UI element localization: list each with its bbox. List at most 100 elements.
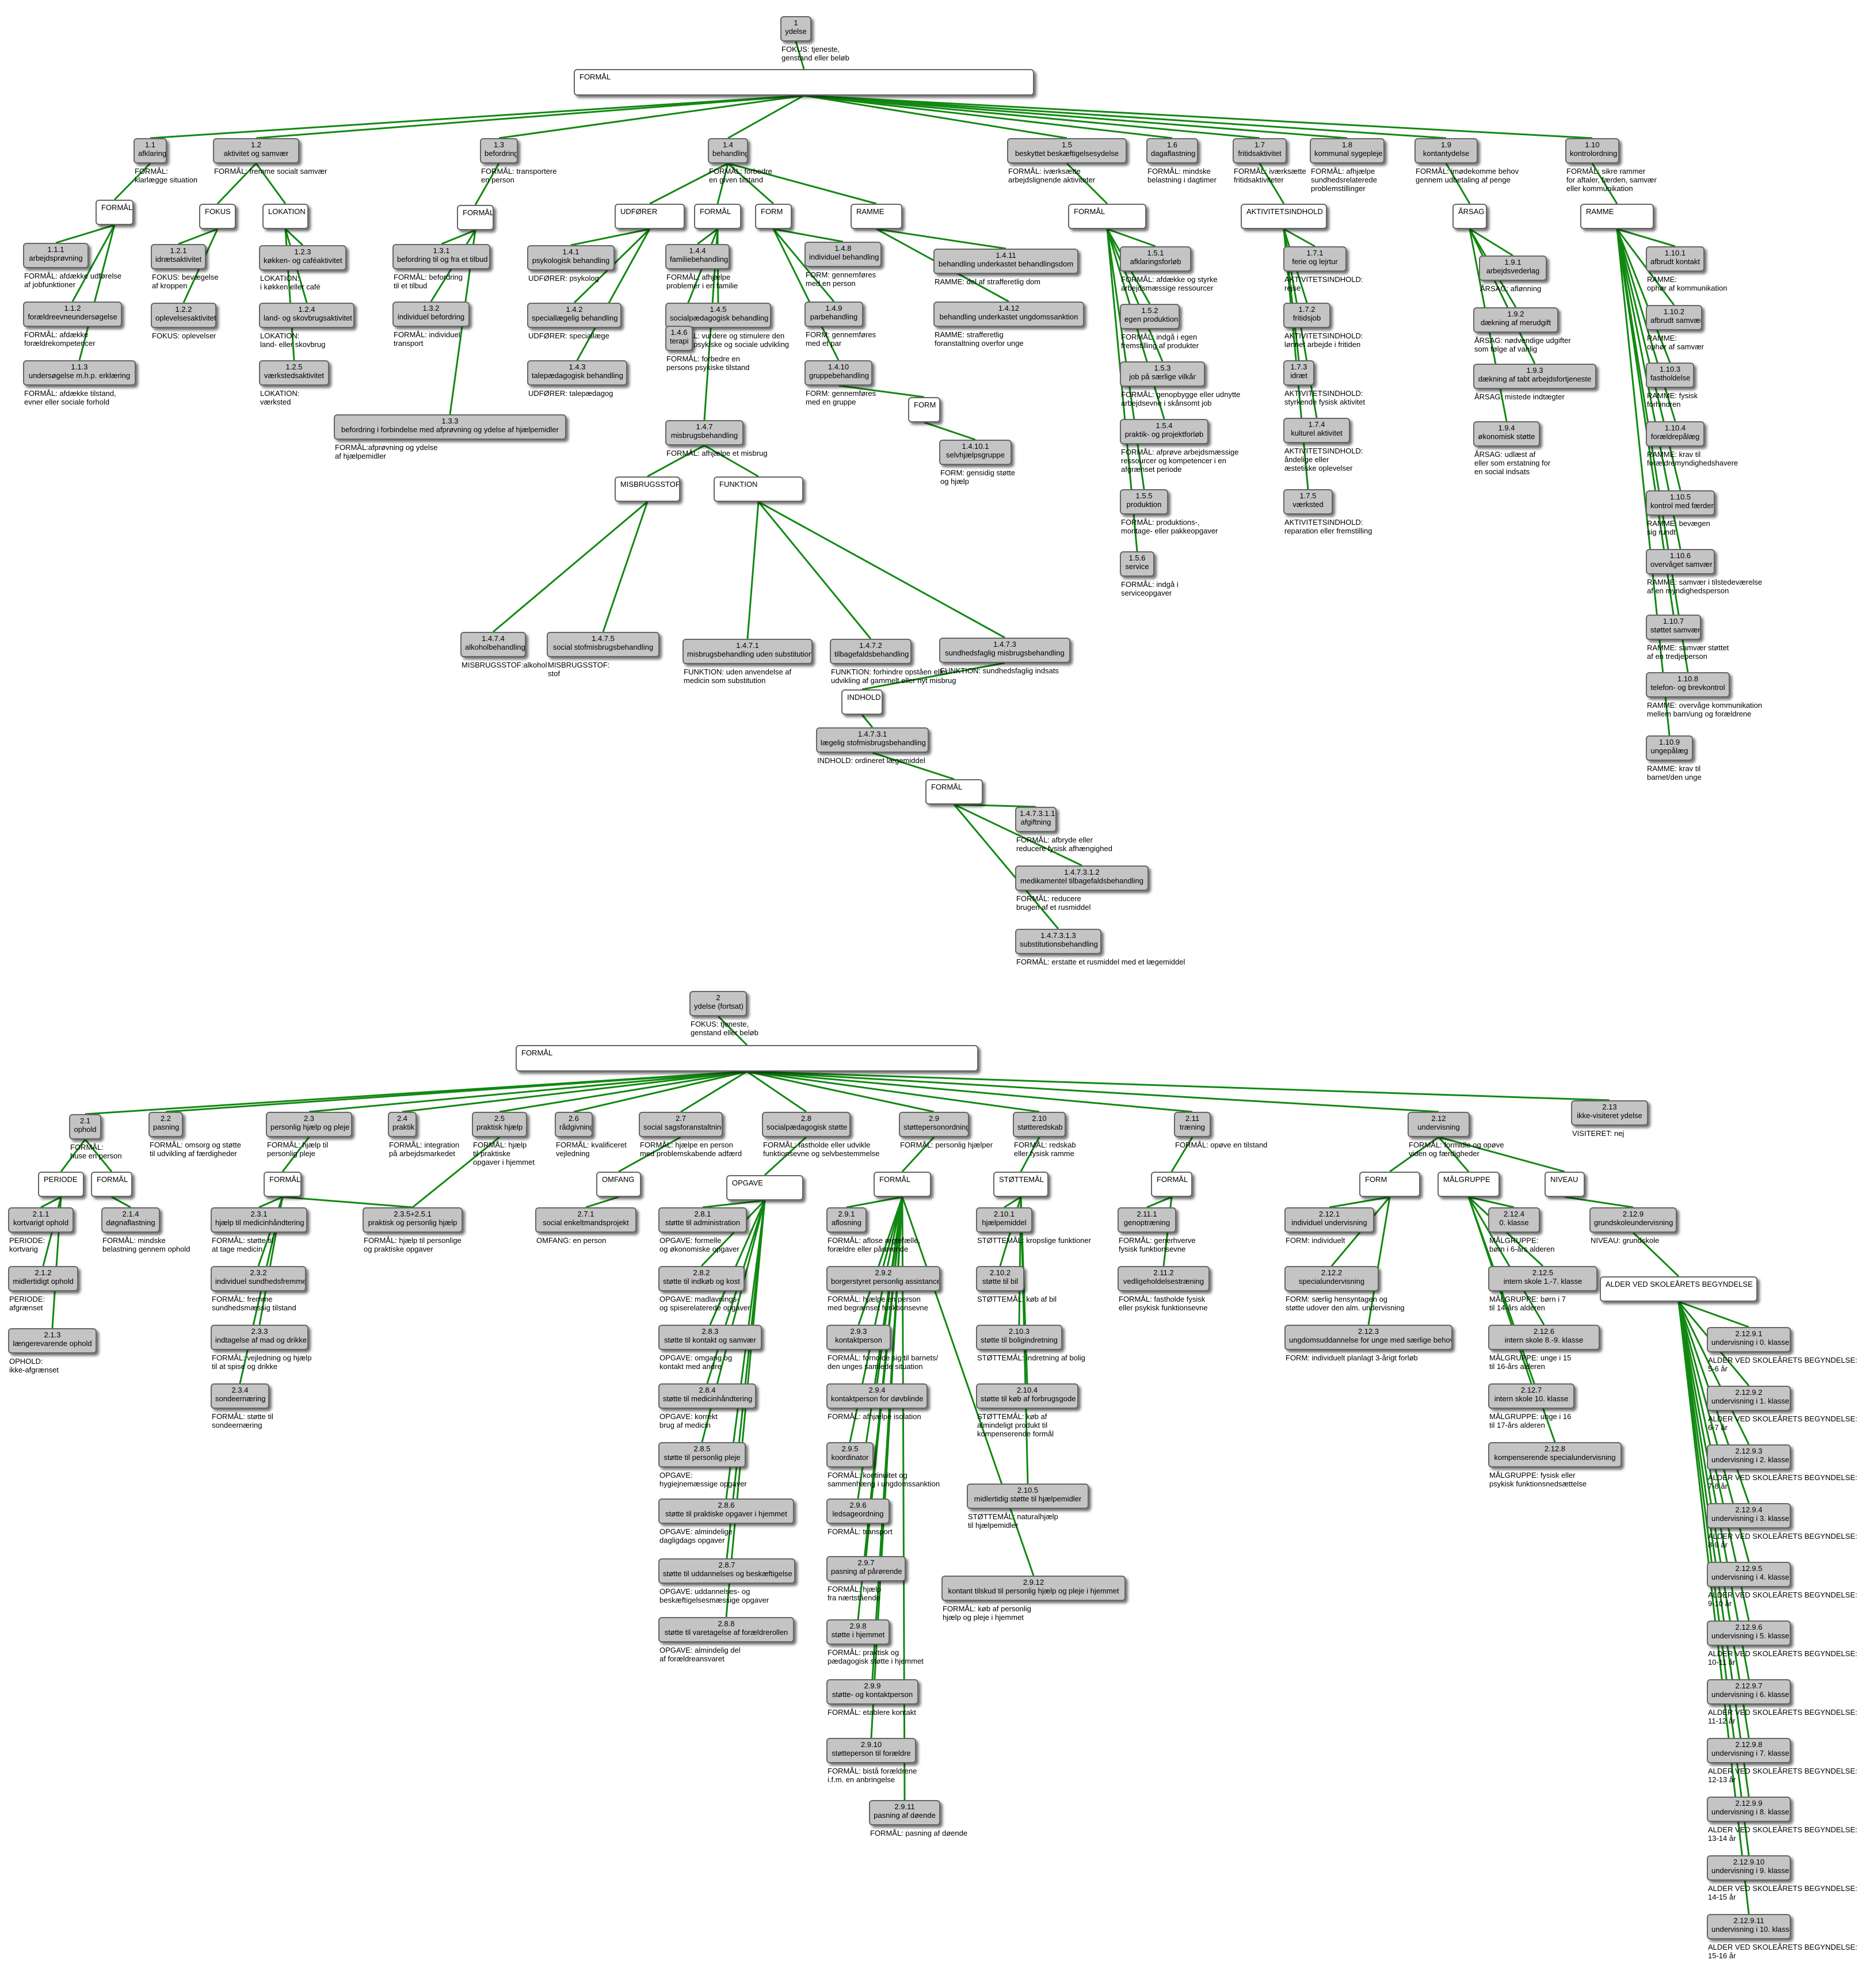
node-2-8-6[interactable]: 2.8.6 støtte til praktiske opgaver i hje… [658,1498,794,1524]
node-2-1-4[interactable]: 2.1.4 døgnaflastning [101,1207,160,1233]
node-1-5[interactable]: 1.5 beskyttet beskæftigelsesydelse [1007,138,1127,163]
node-1-9-2[interactable]: 1.9.2 dækning af merudgift [1473,307,1558,333]
node-1-10-1[interactable]: 1.10.1 afbrudt kontakt [1646,246,1705,272]
facet-node-f1-5[interactable]: FORMÅL [1068,204,1146,229]
node-2-8-4[interactable]: 2.8.4 støtte til medicinhåndtering [658,1383,756,1409]
facet-node-i1-4-7-3[interactable]: INDHOLD [841,689,883,715]
node-2-9-9[interactable]: 2.9.9 støtte- og kontaktperson [826,1679,918,1705]
node-2-10-3[interactable]: 2.10.3 støtte til boligindretning [976,1325,1062,1350]
node-1-2-3[interactable]: 1.2.3 køkken- og caféaktivitet [259,245,346,270]
node-1-9-1[interactable]: 1.9.1 arbejdsvederlag [1479,256,1547,281]
node-2-12-9-7[interactable]: 2.12.9.7 undervisning i 6. klasse [1707,1679,1791,1705]
node-1-9[interactable]: 1.9 kontantydelse [1414,138,1478,163]
facet-node-f2-11[interactable]: FORMÅL [1151,1172,1192,1197]
node-1-3-3[interactable]: 1.3.3 befordring i forbindelse med afprø… [334,414,566,440]
facet-node-s2-10[interactable]: STØTTEMÅL [993,1172,1048,1197]
node-2-12-1[interactable]: 2.12.1 individuel undervisning [1284,1207,1374,1233]
node-1-1-1[interactable]: 1.1.1 arbejdsprøvning [23,243,89,268]
node-2-11-2[interactable]: 2.11.2 vedligeholdelsestræning [1118,1266,1210,1291]
node-1-1-3[interactable]: 1.1.3 undersøgelse m.h.p. erklæring [23,360,136,386]
node-2-8-8[interactable]: 2.8.8 støtte til varetagelse af forældre… [658,1617,794,1642]
node-2-1-3[interactable]: 2.1.3 længerevarende ophold [8,1328,97,1353]
node-1-3[interactable]: 1.3 befordring [480,138,518,163]
facet-node-fk1-2[interactable]: FOKUS [199,204,236,229]
node-1-9-4[interactable]: 1.9.4 økonomisk støtte [1473,421,1540,447]
node-2-3-3[interactable]: 2.3.3 indtagelse af mad og drikke [211,1325,308,1350]
node-1-10-9[interactable]: 1.10.9 ungepålæg [1646,735,1693,761]
facet-node-fu1-4-7[interactable]: FUNKTION [714,476,803,502]
node-2-3-4[interactable]: 2.3.4 sondeernæring [211,1383,269,1409]
node-1-4-7-3-1-1[interactable]: 1.4.7.3.1.1 afgiftning [1015,807,1057,832]
node-2-8-2[interactable]: 2.8.2 støtte til indkøb og kost [658,1266,745,1291]
node-1-8[interactable]: 1.8 kommunal sygepleje [1310,138,1385,163]
node-1-2-4[interactable]: 1.2.4 land- og skovbrugsaktivitet [259,303,354,328]
facet-node-f1[interactable]: FORMÅL [574,69,1034,96]
node-2-1[interactable]: 2.1 ophold [69,1114,101,1139]
node-1-10-8[interactable]: 1.10.8 telefon- og brevkontrol [1646,672,1730,697]
node-2-9-3[interactable]: 2.9.3 kontaktperson [826,1325,891,1350]
node-1-4-4[interactable]: 1.4.4 familiebehandling [665,244,730,269]
node-2-10-1[interactable]: 2.10.1 hjælpemiddel [976,1207,1032,1233]
facet-node-f1-4[interactable]: FORMÅL [694,204,741,229]
node-2-5[interactable]: 2.5 praktisk hjælp [472,1112,527,1137]
node-2-10-2[interactable]: 2.10.2 støtte til bil [976,1266,1024,1291]
node-2-9-5[interactable]: 2.9.5 koordinator [826,1442,874,1467]
node-1[interactable]: 1 ydelse [780,16,811,41]
node-1-5-5[interactable]: 1.5.5 produktion [1120,489,1168,514]
node-2-12-8[interactable]: 2.12.8 kompenserende specialundervisning [1488,1442,1622,1467]
node-2-10[interactable]: 2.10 støtteredskab [1013,1112,1066,1137]
node-1-4-1[interactable]: 1.4.1 psykologisk behandling [527,245,615,270]
node-1-10-3[interactable]: 1.10.3 fastholdelse [1646,363,1694,388]
node-2-3-1[interactable]: 2.3.1 hjælp til medicinhåndtering [211,1207,307,1233]
node-1-2-2[interactable]: 1.2.2 oplevelsesaktivitet [151,303,216,328]
facet-node-f2-1[interactable]: FORMÅL [91,1172,132,1197]
node-1-10-5[interactable]: 1.10.5 kontrol med færden [1646,490,1715,516]
node-2-9-12[interactable]: 2.9.12 kontant tilskud til personlig hjæ… [941,1576,1126,1601]
node-1-2[interactable]: 1.2 aktivitet og samvær [213,138,299,163]
node-2-9-4[interactable]: 2.9.4 kontaktperson for døvblinde [826,1383,928,1409]
node-1-4-7-5[interactable]: 1.4.7.5 social stofmisbrugsbehandling [547,632,659,657]
node-1-4-7-1[interactable]: 1.4.7.1 misbrugsbehandling uden substitu… [682,639,813,664]
node-1-4-12[interactable]: 1.4.12 behandling underkastet ungdomssan… [933,302,1084,327]
node-1-5-2[interactable]: 1.5.2 egen produktion [1120,304,1180,329]
node-1-7-2[interactable]: 1.7.2 fritidsjob [1283,303,1330,328]
node-1-4-5[interactable]: 1.4.5 socialpædagogisk behandling [665,303,771,328]
node-1-4[interactable]: 1.4 behandling [708,138,748,163]
node-2-4[interactable]: 2.4 praktik [388,1112,417,1137]
node-2-9-6[interactable]: 2.9.6 ledsageordning [826,1498,890,1524]
node-1-4-7-3-1-2[interactable]: 1.4.7.3.1.2 medikamentel tilbagefaldsbeh… [1015,865,1149,891]
node-1-4-8[interactable]: 1.4.8 individuel behandling [804,242,882,267]
node-1-4-7-2[interactable]: 1.4.7.2 tilbagefaldsbehandling [830,639,912,664]
node-1-4-6[interactable]: 1.4.6 terapi [665,326,693,351]
node-1-7-1[interactable]: 1.7.1 ferie og lejrtur [1283,246,1347,272]
node-2-12-9-2[interactable]: 2.12.9.2 undervisning i 1. klasse [1707,1386,1791,1411]
facet-node-ar1-9[interactable]: ÅRSAG [1452,204,1487,229]
node-2-12-9-9[interactable]: 2.12.9.9 undervisning i 8. klasse [1707,1797,1791,1822]
node-2-7-1[interactable]: 2.7.1 social enkeltmandsprojekt [535,1207,636,1233]
node-2-12-4[interactable]: 2.12.4 0. klasse [1488,1207,1540,1233]
node-2-12-9-8[interactable]: 2.12.9.8 undervisning i 7. klasse [1707,1738,1791,1763]
node-1-1-2[interactable]: 1.1.2 forældreevneundersøgelse [23,302,122,327]
node-2-1-1[interactable]: 2.1.1 kortvarigt ophold [8,1207,74,1233]
node-1-7-5[interactable]: 1.7.5 værksted [1283,489,1333,514]
node-2-12-9-5[interactable]: 2.12.9.5 undervisning i 4. klasse [1707,1562,1791,1587]
node-2-7[interactable]: 2.7 social sagsforanstaltning [639,1112,723,1137]
node-2-8-7[interactable]: 2.8.7 støtte til uddannelses og beskæfti… [658,1558,795,1584]
node-2-10-5[interactable]: 2.10.5 midlertidig støtte til hjælpemidl… [967,1484,1089,1509]
node-2-8-3[interactable]: 2.8.3 støtte til kontakt og samvær [658,1325,762,1350]
node-1-4-7-3[interactable]: 1.4.7.3 sundhedsfaglig misbrugsbehandlin… [939,638,1070,663]
node-1-10-4[interactable]: 1.10.4 forældrepålæg [1646,421,1705,447]
facet-node-a1-7[interactable]: AKTIVITETSINDHOLD [1241,204,1327,229]
node-2-9[interactable]: 2.9 støttepersonordning [899,1112,969,1137]
node-2-10-4[interactable]: 2.10.4 støtte til køb af forbrugsgode [976,1383,1078,1409]
node-2-12-7[interactable]: 2.12.7 intern skole 10. klasse [1488,1383,1574,1409]
node-2-12-9-3[interactable]: 2.12.9.3 undervisning i 2. klasse [1707,1444,1791,1470]
node-2-12-5[interactable]: 2.12.5 intern skole 1.-7. klasse [1488,1266,1597,1291]
node-2-12-9-11[interactable]: 2.12.9.11 undervisning i 10. klasse [1707,1914,1791,1939]
node-1-7[interactable]: 1.7 fritidsaktivitet [1233,138,1287,163]
node-1-2-1[interactable]: 1.2.1 idrætsaktivitet [151,244,206,269]
facet-node-f2-9[interactable]: FORMÅL [874,1172,931,1197]
node-2-8-5[interactable]: 2.8.5 støtte til personlig pleje [658,1442,746,1467]
node-2-13[interactable]: 2.13 ikke-visiteret ydelse [1571,1100,1648,1126]
facet-node-r1-10[interactable]: RAMME [1580,204,1654,229]
